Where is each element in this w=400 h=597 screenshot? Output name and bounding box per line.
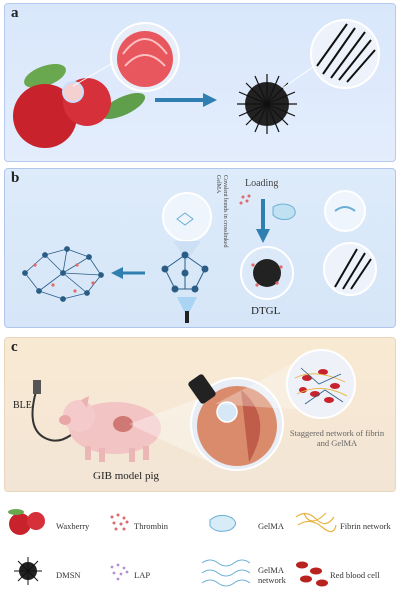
legend: Waxberry Thrombin GelMA Fibrin network D…	[0, 495, 400, 597]
fibrin-network-icon	[295, 512, 337, 533]
dmsn-loaded-zoom-icon	[323, 242, 377, 296]
dmsn-zoom-icon	[310, 19, 380, 89]
panel-a-label: a	[11, 5, 19, 21]
leaf-icon	[100, 92, 146, 120]
legend-waxberry: Waxberry	[56, 521, 90, 531]
thrombin-icon	[110, 513, 129, 531]
waxberry-icon	[8, 509, 45, 535]
panel-b: b	[4, 168, 396, 328]
panel-a: a	[4, 3, 396, 162]
legend-fibrin-network: Fibrin network	[340, 521, 391, 531]
endoscope-tip-icon	[188, 374, 216, 404]
loading-label: Loading	[245, 178, 279, 189]
leaf-icon	[24, 63, 66, 89]
panel-c-illustration	[31, 349, 356, 471]
crosslinked-network-icon	[22, 246, 104, 302]
gelma-network-icon	[161, 251, 209, 293]
nozzle-icon	[185, 311, 189, 323]
gelma-icon	[272, 203, 296, 220]
legend-dmsn: DMSN	[56, 570, 81, 580]
panel-c-label: c	[11, 339, 18, 355]
staggered-network-label: Staggered network of fibrin and GelMA	[289, 428, 385, 448]
legend-lap: LAP	[134, 570, 151, 580]
legend-red-blood-cell: Red blood cell	[330, 570, 380, 580]
gelma-zoom-icon	[324, 190, 366, 232]
panel-c: c BLE GIB model pig Staggered network of…	[4, 337, 396, 492]
legend-gelma: GelMA	[258, 521, 284, 531]
legend-icons	[8, 509, 337, 587]
staggered-network-icon	[286, 349, 356, 419]
dtgl-label: DTGL	[251, 305, 281, 317]
legend-gelma-network: GelMA network	[258, 565, 286, 585]
ble-label: BLE	[13, 400, 32, 411]
arrow-down-icon	[256, 229, 270, 243]
lap-icon	[110, 563, 129, 581]
panel-a-illustration	[13, 19, 380, 148]
panel-b-label: b	[11, 170, 20, 186]
gelma-icon	[209, 514, 236, 532]
pig-label: GIB model pig	[93, 470, 159, 482]
dmsn-icon	[237, 74, 297, 134]
dmsn-icon	[14, 557, 42, 585]
arrow-left-icon	[111, 267, 123, 279]
waxberry-icon	[13, 84, 77, 148]
legend-thrombin: Thrombin	[134, 521, 168, 531]
zoom-circle	[62, 81, 84, 103]
gelma-network-icon	[201, 559, 251, 587]
red-blood-cell-icon	[296, 561, 328, 587]
crosslink-zoom-icon	[162, 192, 212, 242]
covalent-bonds-label: Covalent bonds in crosslinked GelMA	[215, 175, 228, 248]
panel-b-illustration	[22, 190, 377, 323]
arrow-right-icon	[203, 93, 217, 107]
